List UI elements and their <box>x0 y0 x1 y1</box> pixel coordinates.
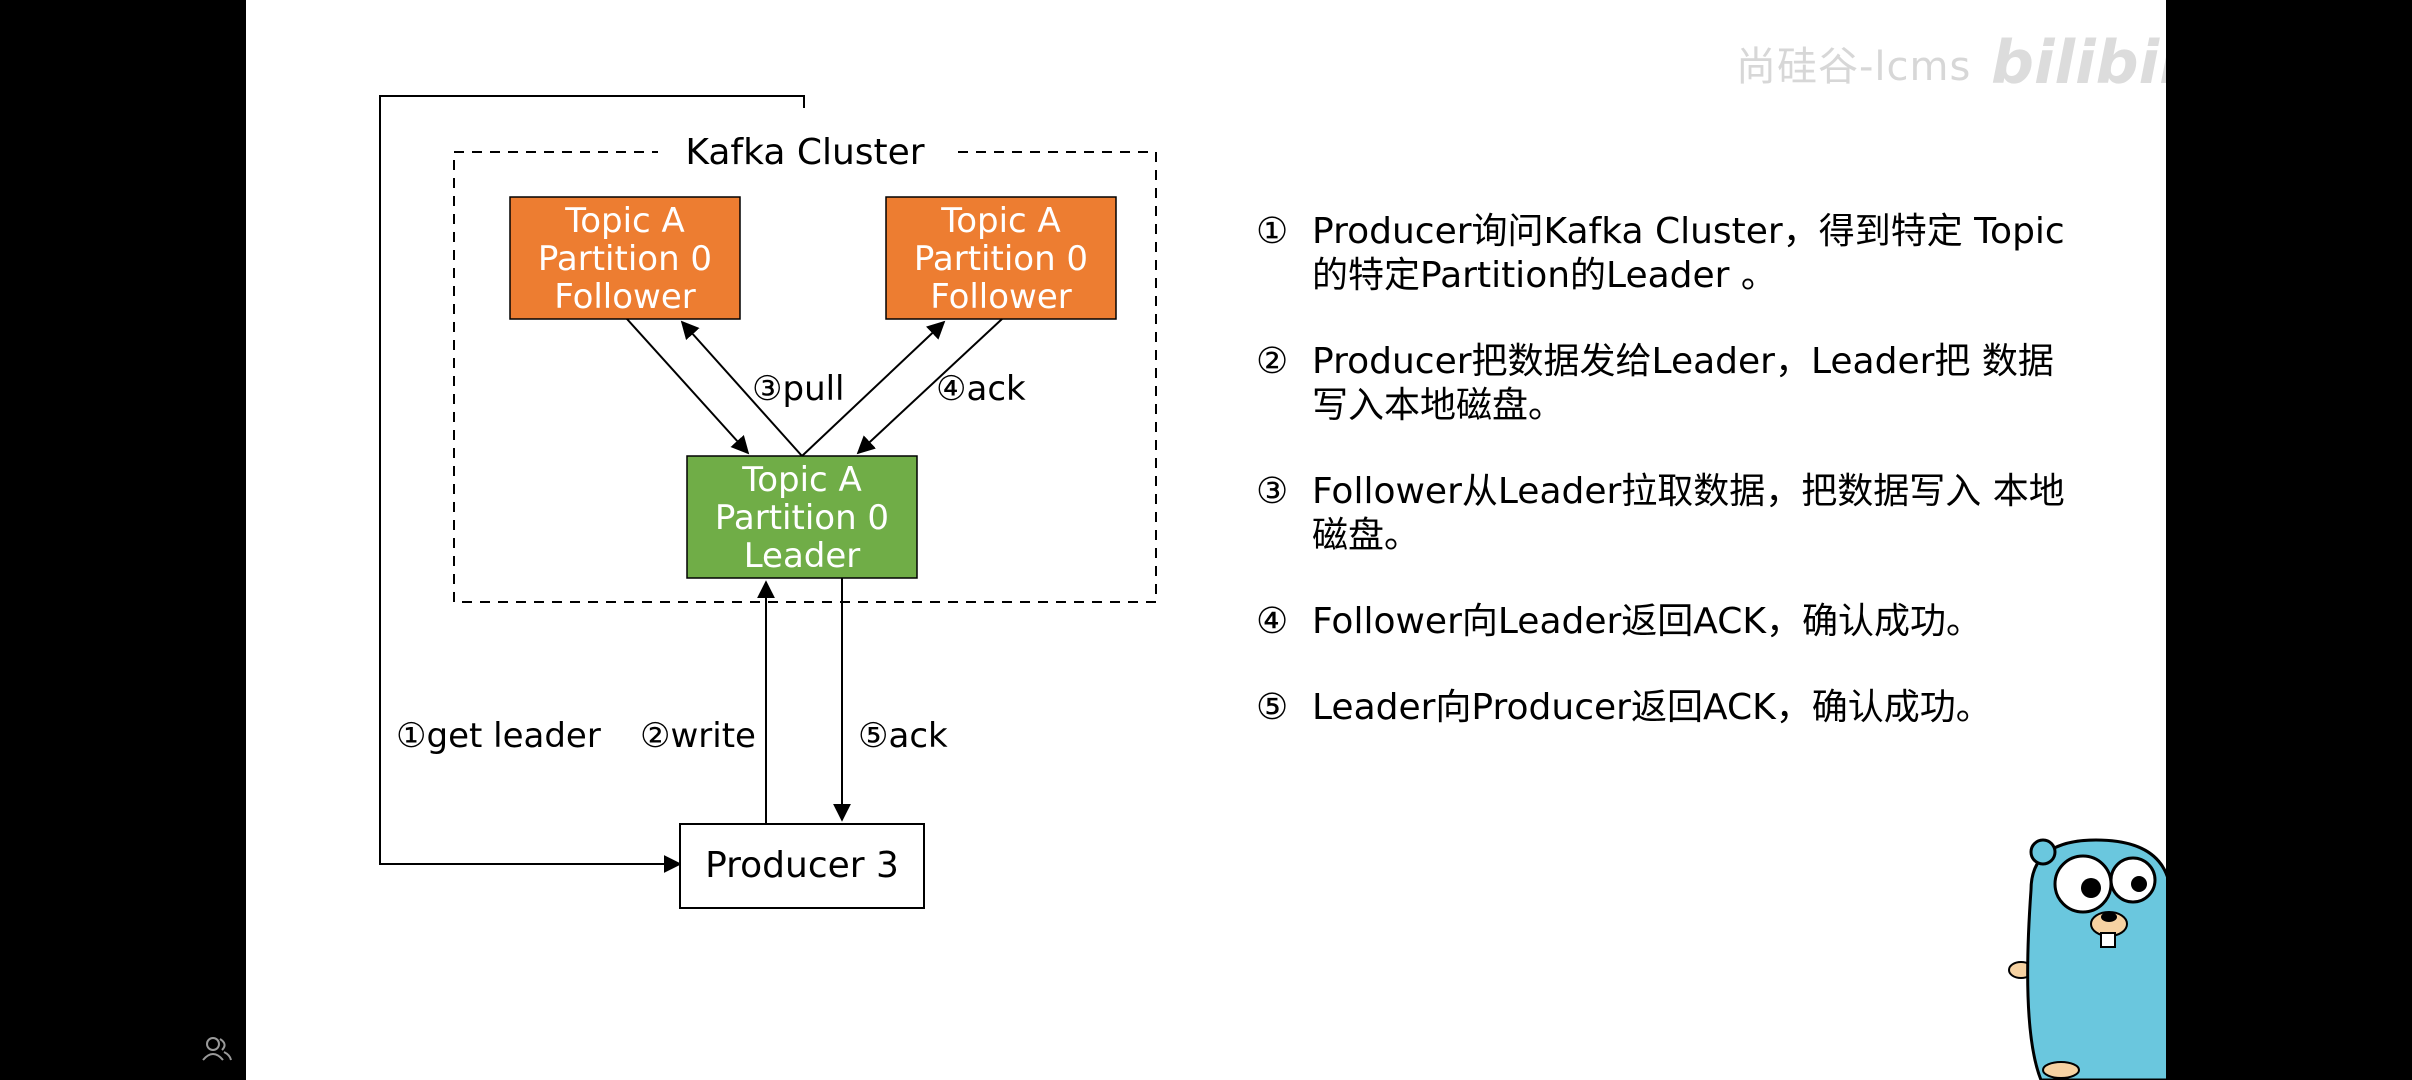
leader-line2: Partition 0 <box>715 498 889 538</box>
follower-right-line2: Partition 0 <box>914 239 1088 279</box>
edge-label-write: ②write <box>640 716 756 756</box>
step-number: ① <box>1256 211 1289 252</box>
step-number: ⑤ <box>1256 687 1289 728</box>
ack-arrow-right <box>856 318 1003 455</box>
get-leader-line <box>379 95 805 873</box>
pull-response-arrow-left <box>680 320 803 457</box>
user-icon[interactable] <box>202 1036 232 1069</box>
step-text: Producer询问Kafka Cluster，得到特定 Topic的特定Par… <box>1312 211 2065 296</box>
step-item: ③ Follower从Leader拉取数据，把数据写入 本地磁盘。 <box>1256 470 2076 558</box>
leader-line1: Topic A <box>741 460 862 500</box>
step-item: ④ Follower向Leader返回ACK，确认成功。 <box>1256 600 2076 644</box>
follower-right-line3: Follower <box>930 277 1072 317</box>
follower-left-line2: Partition 0 <box>538 239 712 279</box>
follower-left-line3: Follower <box>554 277 696 317</box>
step-number: ③ <box>1256 471 1289 512</box>
step-item: ⑤ Leader向Producer返回ACK，确认成功。 <box>1256 686 2076 730</box>
cluster-label: Kafka Cluster <box>685 132 924 173</box>
edge-label-pull: ③pull <box>752 369 845 409</box>
steps-list: ① Producer询问Kafka Cluster，得到特定 Topic的特定P… <box>1256 210 2076 772</box>
edge-label-ack-follower: ④ack <box>936 369 1026 409</box>
follower-right-node: Topic A Partition 0 Follower <box>885 196 1117 320</box>
follower-left-line1: Topic A <box>564 201 685 241</box>
follower-right-line1: Topic A <box>940 201 1061 241</box>
leader-line3: Leader <box>744 536 861 576</box>
step-text: Leader向Producer返回ACK，确认成功。 <box>1312 687 1992 728</box>
producer-node <box>679 823 925 909</box>
pull-request-arrow-left <box>626 318 750 455</box>
step-text: Follower从Leader拉取数据，把数据写入 本地磁盘。 <box>1312 471 2065 556</box>
producer-label: Producer 3 <box>705 845 899 886</box>
kafka-diagram: Kafka Cluster Topic A Partition 0 Follow… <box>379 95 1157 909</box>
step-item: ② Producer把数据发给Leader，Leader把 数据写入本地磁盘。 <box>1256 340 2076 428</box>
step-number: ④ <box>1256 601 1289 642</box>
step-item: ① Producer询问Kafka Cluster，得到特定 Topic的特定P… <box>1256 210 2076 298</box>
bilibili-logo-watermark: bilibili <box>1991 28 2166 98</box>
follower-left-node: Topic A Partition 0 Follower <box>509 196 741 320</box>
leader-node: Topic A Partition 0 Leader <box>686 455 918 579</box>
watermark-text: 尚硅谷-lcms <box>1736 44 1972 90</box>
step-number: ② <box>1256 341 1289 382</box>
step-text: Producer把数据发给Leader，Leader把 数据写入本地磁盘。 <box>1312 341 2054 426</box>
edge-label-ack-leader: ⑤ack <box>858 716 948 756</box>
pull-response-arrow-right <box>801 320 946 457</box>
edge-label-get-leader: ①get leader <box>396 716 601 756</box>
gopher-mascot-icon <box>2008 838 2166 1080</box>
step-text: Follower向Leader返回ACK，确认成功。 <box>1312 601 1983 642</box>
slide: Kafka Cluster Topic A Partition 0 Follow… <box>246 0 2166 1080</box>
